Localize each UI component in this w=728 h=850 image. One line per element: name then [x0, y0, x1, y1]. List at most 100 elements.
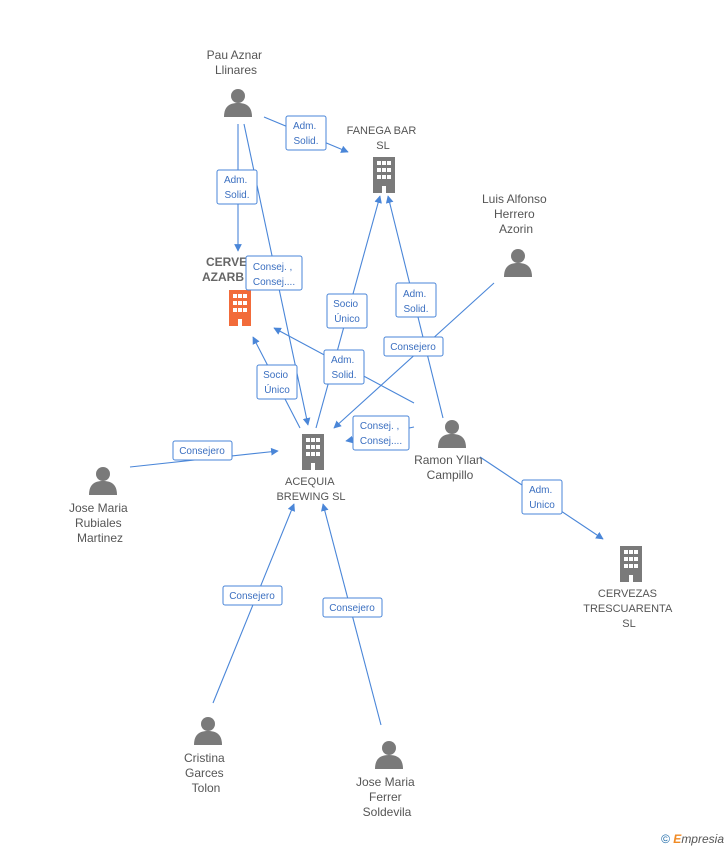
label-line: Campillo	[427, 468, 474, 482]
person-node-ferrer[interactable]: Jose Maria Ferrer Soldevila	[356, 741, 418, 819]
person-nodes: Pau Aznar Llinares Luis Alfonso Herrero …	[69, 48, 550, 819]
person-label: Pau Aznar Llinares	[207, 48, 266, 77]
label-line: Adm.	[529, 485, 552, 496]
label-line: AZARB	[202, 270, 244, 284]
edge-label-pau-azarbe[interactable]: Adm. Solid.	[216, 169, 258, 205]
building-icon	[302, 434, 324, 470]
label-line: Solid.	[293, 136, 318, 147]
edge-label-text: Socio Único	[333, 299, 361, 325]
person-label: Ramon Yllan Campillo	[414, 453, 486, 482]
label-line: CERVE	[206, 255, 247, 269]
label-line: Luis Alfonso	[482, 192, 547, 206]
person-node-pau[interactable]: Pau Aznar Llinares	[207, 48, 266, 117]
label-line: Martinez	[77, 531, 123, 545]
person-icon	[89, 467, 117, 495]
label-line: ACEQUIA	[285, 476, 335, 488]
label-line: Adm.	[224, 175, 247, 186]
edge-label-text: Consej. , Consej....	[253, 262, 295, 288]
person-label: Jose Maria Rubiales Martinez	[69, 501, 131, 545]
label-line: Solid.	[403, 304, 428, 315]
label-line: Solid.	[224, 190, 249, 201]
building-icon-main	[229, 290, 251, 326]
label-line: Solid.	[331, 370, 356, 381]
edge-label-ferrer-acequia[interactable]: Consejero	[322, 597, 383, 618]
edge-label-acequia-azarbe[interactable]: Socio Único	[256, 364, 298, 400]
label-line: Llinares	[215, 63, 257, 77]
label-line: CERVEZAS	[598, 588, 657, 600]
person-node-ramon[interactable]: Ramon Yllan Campillo	[414, 420, 486, 482]
edge-label-acequia-fanega[interactable]: Socio Único	[326, 293, 368, 329]
label-line: Adm.	[403, 289, 426, 300]
edge-label-pau-fanega[interactable]: Adm. Solid.	[285, 115, 327, 151]
company-label: FANEGA BAR SL	[347, 125, 420, 152]
edge-label-cristina-acequia[interactable]: Consejero	[222, 585, 283, 606]
label-line: Rubiales	[75, 516, 122, 530]
label-line: Socio	[333, 299, 358, 310]
label-line: Adm.	[331, 355, 354, 366]
edge-label-box	[245, 255, 303, 291]
label-line: Cristina	[184, 751, 225, 765]
label-line: FANEGA BAR	[347, 125, 417, 137]
edge-label-ramon-fanega[interactable]: Adm. Solid.	[395, 282, 437, 318]
person-node-rubiales[interactable]: Jose Maria Rubiales Martinez	[69, 467, 131, 545]
edge-label-text: Consejero	[329, 603, 375, 614]
label-line: Adm.	[293, 121, 316, 132]
company-label: CERVEZAS TRESCUARENTA SL	[583, 588, 674, 630]
edge-label-rubiales-acequia[interactable]: Consejero	[172, 440, 233, 461]
label-line: Ferrer	[369, 790, 402, 804]
edge-label-box	[172, 440, 233, 461]
company-node-acequia[interactable]: ACEQUIA BREWING SL	[276, 434, 346, 503]
brand-logo[interactable]: © Empresia	[661, 832, 724, 846]
label-line: Herrero	[494, 207, 535, 221]
person-node-cristina[interactable]: Cristina Garces Tolon	[184, 717, 228, 795]
edge-label-ramon-azarbe[interactable]: Adm. Solid.	[323, 349, 365, 385]
person-node-luis[interactable]: Luis Alfonso Herrero Azorin	[482, 192, 550, 277]
brand-name: mpresia	[681, 832, 724, 846]
edge-label-text: Adm. Solid.	[403, 289, 429, 315]
edge-label-box	[322, 597, 383, 618]
edge-label-luis-acequia[interactable]: Consejero	[383, 336, 444, 357]
person-label: Luis Alfonso Herrero Azorin	[482, 192, 550, 236]
edge-label-text: Socio Único	[263, 370, 291, 396]
person-icon	[224, 89, 252, 117]
edge-label-text: Consejero	[179, 446, 225, 457]
label-line: Tolon	[192, 781, 221, 795]
company-node-fanega[interactable]: FANEGA BAR SL	[347, 125, 420, 193]
label-line: Consej....	[360, 436, 402, 447]
company-label: ACEQUIA BREWING SL	[276, 476, 345, 503]
person-icon	[194, 717, 222, 745]
company-node-azarbe[interactable]: CERVE AZARB	[202, 255, 251, 326]
label-line: Único	[264, 383, 290, 396]
building-icon	[620, 546, 642, 582]
edge-label-box	[256, 364, 298, 400]
edge-label-text: Adm. Unico	[529, 485, 555, 511]
edge-label-text: Consejero	[229, 591, 275, 602]
label-line: Consejero	[229, 591, 275, 602]
label-line: TRESCUARENTA	[583, 603, 673, 615]
edge-label-text: Adm. Solid.	[331, 355, 357, 381]
edge-label-box	[383, 336, 444, 357]
edge-label-ramon-trescuarenta[interactable]: Adm. Unico	[521, 479, 563, 515]
edge-label-box	[395, 282, 437, 318]
company-node-trescuarenta[interactable]: CERVEZAS TRESCUARENTA SL	[583, 546, 674, 630]
edge-label-text: Consejero	[390, 342, 436, 353]
label-line: Consej. ,	[360, 421, 399, 432]
company-label: CERVE AZARB	[202, 255, 250, 284]
edge-label-pau-acequia[interactable]: Consej. , Consej....	[245, 255, 303, 291]
label-line: Azorin	[499, 222, 533, 236]
edge-label-text: Adm. Solid.	[224, 175, 250, 201]
edge-label-box	[323, 349, 365, 385]
building-icon	[373, 157, 395, 193]
label-line: Ramon Yllan	[414, 453, 482, 467]
label-line: Consejero	[329, 603, 375, 614]
edge-label-box	[521, 479, 563, 515]
edge-label-ramon-acequia[interactable]: Consej. , Consej....	[352, 415, 410, 451]
copyright-symbol: ©	[661, 832, 670, 846]
edge-label-box	[352, 415, 410, 451]
person-icon	[375, 741, 403, 769]
label-line: Unico	[529, 500, 555, 511]
label-line: Consej....	[253, 277, 295, 288]
person-icon	[504, 249, 532, 277]
edge-label-text: Consej. , Consej....	[360, 421, 402, 447]
